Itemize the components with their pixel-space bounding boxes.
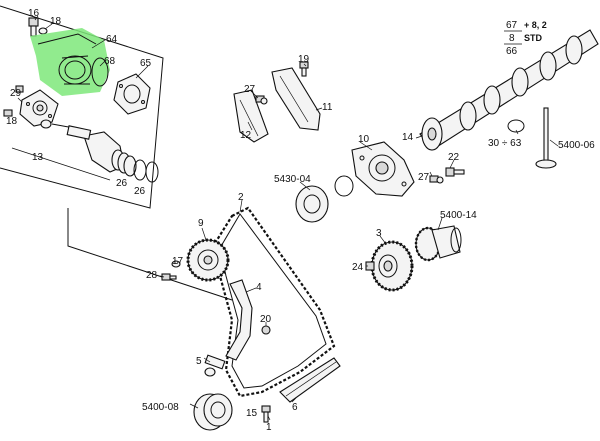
o-ring-tensioner bbox=[334, 175, 354, 197]
callout-1: 1 bbox=[266, 422, 272, 433]
callout-19: 19 bbox=[298, 54, 310, 65]
gasket-65 bbox=[113, 73, 151, 115]
bolt-27-right bbox=[429, 175, 444, 184]
note-line2: 8 bbox=[509, 33, 515, 44]
bolt-16 bbox=[28, 17, 39, 37]
bolt-19 bbox=[299, 61, 309, 77]
leader-lines bbox=[17, 15, 559, 421]
callout-24: 24 bbox=[352, 262, 364, 273]
leader-13 bbox=[11, 147, 111, 181]
callout-2: 2 bbox=[238, 192, 244, 203]
callout-22: 22 bbox=[448, 152, 460, 163]
callout-27-left: 27 bbox=[244, 84, 256, 95]
callout-10: 10 bbox=[358, 134, 370, 145]
callout-11: 11 bbox=[322, 102, 333, 113]
cover-plate-29 bbox=[19, 89, 59, 127]
callout-26-left: 26 bbox=[116, 178, 128, 189]
callout-5430-04: 5430-04 bbox=[274, 174, 311, 185]
pin-5 bbox=[204, 354, 226, 377]
bolt-left-inset bbox=[3, 109, 13, 117]
callout-9: 9 bbox=[198, 218, 204, 229]
callout-17: 17 bbox=[172, 256, 184, 267]
callout-30-63: 30 ÷ 63 bbox=[488, 138, 522, 149]
sprocket-3 bbox=[370, 240, 414, 292]
note-line2-suffix: STD bbox=[524, 33, 543, 43]
camshaft-note: 67 + 8, 2 8 STD 66 bbox=[504, 20, 547, 57]
housing-64-highlighted[interactable] bbox=[30, 28, 110, 96]
callout-20: 20 bbox=[260, 314, 272, 325]
callout-labels: 16 18 64 68 65 29 18 13 26 26 19 27 11 1… bbox=[6, 8, 595, 433]
sprocket-9 bbox=[186, 238, 230, 282]
chain-guide-6 bbox=[279, 357, 341, 403]
callout-5400-06: 5400-06 bbox=[558, 140, 595, 151]
hose-26 bbox=[111, 149, 137, 177]
callout-68: 68 bbox=[104, 56, 116, 67]
pin-20 bbox=[261, 325, 271, 335]
callout-27-right: 27 bbox=[418, 172, 430, 183]
callout-5400-08: 5400-08 bbox=[142, 402, 179, 413]
chain-guide-12 bbox=[233, 89, 269, 143]
washer-18-lower bbox=[40, 119, 52, 129]
callout-64: 64 bbox=[106, 34, 118, 45]
callout-26-right: 26 bbox=[134, 186, 146, 197]
washer-18-top bbox=[38, 27, 48, 35]
seal-5430-04 bbox=[295, 185, 329, 223]
bolt-15 bbox=[261, 405, 271, 423]
callout-3: 3 bbox=[376, 228, 382, 239]
hub-5400-14 bbox=[414, 225, 462, 262]
camshaft bbox=[419, 29, 599, 151]
o-rings-26 bbox=[133, 159, 159, 183]
bolt-upper-inset bbox=[15, 85, 24, 93]
damper-5400-08 bbox=[193, 393, 233, 431]
chain-guide-11 bbox=[271, 67, 321, 131]
callout-65: 65 bbox=[140, 58, 152, 69]
shim-30-63 bbox=[507, 119, 525, 133]
tensioner-10 bbox=[351, 141, 415, 197]
callout-28: 28 bbox=[146, 270, 158, 281]
callout-4: 4 bbox=[256, 282, 262, 293]
bolt-28 bbox=[161, 273, 177, 281]
callout-13: 13 bbox=[32, 152, 44, 163]
callout-18-lower: 18 bbox=[6, 116, 18, 127]
bolt-22 bbox=[445, 167, 465, 177]
callout-5400-14: 5400-14 bbox=[440, 210, 477, 221]
callout-12: 12 bbox=[240, 130, 252, 141]
callout-15: 15 bbox=[246, 408, 258, 419]
callout-14: 14 bbox=[402, 132, 414, 143]
note-line1: 67 bbox=[506, 20, 518, 31]
callout-16: 16 bbox=[28, 8, 40, 19]
callout-5: 5 bbox=[196, 356, 202, 367]
callout-18: 18 bbox=[50, 16, 62, 27]
left-inset-group bbox=[0, 5, 233, 301]
valve-5400-06 bbox=[535, 107, 557, 169]
timing-chain-2 bbox=[210, 206, 336, 398]
note-line3: 66 bbox=[506, 46, 518, 57]
chain-guide-4 bbox=[225, 279, 253, 361]
inset-leader-line bbox=[67, 208, 233, 301]
note-line1-suffix: + 8, 2 bbox=[524, 20, 547, 30]
callout-29: 29 bbox=[10, 88, 22, 99]
callout-6: 6 bbox=[292, 402, 298, 413]
bolt-27-left bbox=[255, 95, 268, 105]
